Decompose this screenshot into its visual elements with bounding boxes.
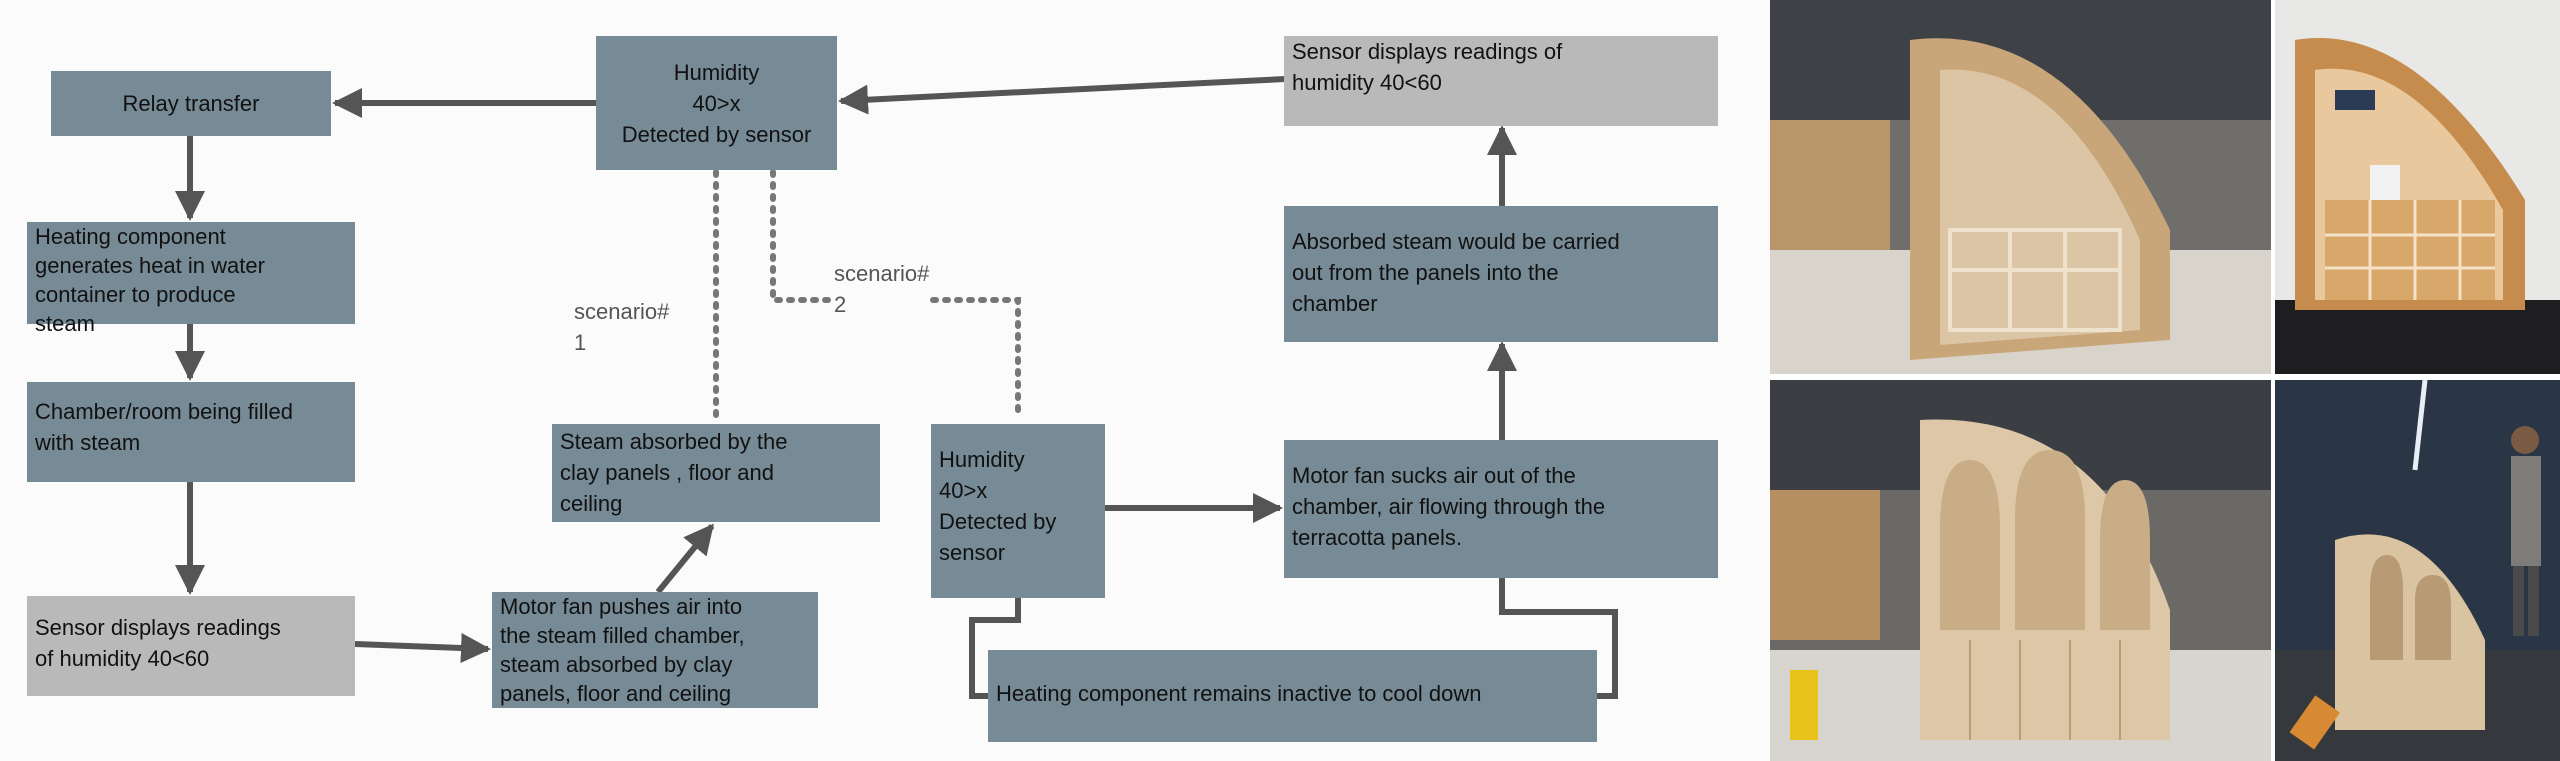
label-scenario-1: scenario# 1	[574, 299, 670, 355]
label-scenario-2: scenario# 2	[834, 258, 930, 320]
photo-grid	[1770, 0, 2560, 761]
arch-frame-front-photo	[1770, 0, 2271, 374]
node-steam-absorbed: Steam absorbed by the clay panels , floo…	[552, 424, 880, 522]
node-motor-fan-push: Motor fan pushes air into the steam fill…	[492, 592, 818, 708]
node-sensor-right: Sensor displays readings of humidity 40<…	[1284, 36, 1718, 126]
node-heating-inactive: Heating component remains inactive to co…	[988, 650, 1597, 742]
node-relay-transfer: Relay transfer	[51, 71, 331, 136]
node-chamber-filled: Chamber/room being filled with steam	[27, 382, 355, 482]
node-absorbed-carried: Absorbed steam would be carried out from…	[1284, 206, 1718, 342]
arrow-motor-push-to-steam-absorbed	[655, 523, 715, 594]
node-sensor-left: Sensor displays readings of humidity 40<…	[27, 596, 355, 696]
node-heating-component: Heating component generates heat in wate…	[27, 222, 355, 336]
flowchart: Humidity 40>x Detected by sensor Relay t…	[27, 36, 1718, 742]
node-humidity-mid: Humidity 40>x Detected by sensor	[931, 424, 1105, 598]
node-humidity-top: Humidity 40>x Detected by sensor	[596, 36, 837, 170]
arch-panels-photo	[1770, 380, 2271, 761]
person-with-prototype-photo	[2275, 380, 2560, 761]
connector-heating-inactive-to-motor-suck	[1499, 578, 1618, 699]
arrow-sensor-to-motor-push	[354, 632, 491, 663]
arch-frame-shelves-photo	[2275, 0, 2560, 374]
node-motor-fan-suck: Motor fan sucks air out of the chamber, …	[1284, 440, 1718, 578]
arrow-sensor-right-to-humidity	[838, 76, 1286, 115]
connector-humidity-mid-to-heating-inactive	[969, 598, 1021, 699]
